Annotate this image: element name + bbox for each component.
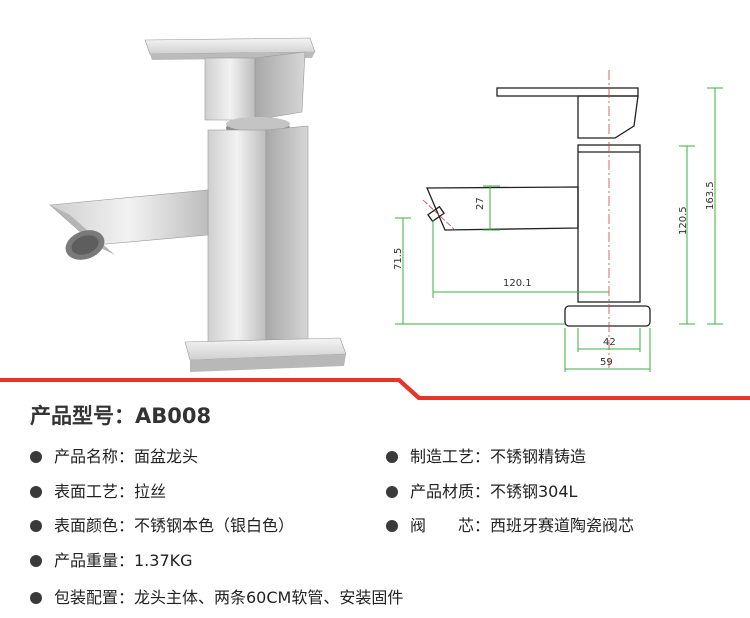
spec-material: 产品材质：不锈钢304L bbox=[386, 478, 577, 502]
dim-body-width: 42 bbox=[603, 337, 616, 348]
spec-weight: 产品重量：1.37KG bbox=[30, 547, 193, 571]
spec-surface-process: 表面工艺：拉丝 bbox=[30, 478, 166, 502]
bullet-icon bbox=[30, 520, 42, 532]
dim-base-width: 59 bbox=[600, 357, 613, 368]
spec-manufacturing: 制造工艺：不锈钢精铸造 bbox=[386, 443, 586, 467]
bullet-icon bbox=[386, 486, 398, 498]
bullet-icon bbox=[386, 520, 398, 532]
dim-spout-height: 27 bbox=[475, 197, 486, 210]
spec-valve-core: 阀 芯：西班牙赛道陶瓷阀芯 bbox=[386, 512, 634, 536]
bullet-icon bbox=[30, 486, 42, 498]
bullet-icon bbox=[386, 451, 398, 463]
dim-total-height: 163.5 bbox=[705, 181, 716, 210]
spec-product-name: 产品名称：面盆龙头 bbox=[30, 443, 198, 467]
bullet-icon bbox=[30, 451, 42, 463]
dim-spout-clearance: 71.5 bbox=[393, 248, 404, 270]
red-divider bbox=[0, 378, 750, 400]
spec-package: 包装配置：龙头主体、两条60CM软管、安装固件 bbox=[30, 584, 403, 608]
faucet-product-photo bbox=[49, 37, 347, 372]
spec-surface-color: 表面颜色：不锈钢本色（银白色） bbox=[30, 512, 294, 536]
product-model-title: 产品型号：AB008 bbox=[30, 404, 212, 428]
dim-spout-reach: 120.1 bbox=[503, 278, 532, 289]
dim-body-height: 120.5 bbox=[678, 206, 689, 235]
faucet-technical-drawing: 27 163.5 120.5 71.5 120.1 42 59 bbox=[393, 70, 723, 372]
bullet-icon bbox=[30, 592, 42, 604]
bullet-icon bbox=[30, 555, 42, 567]
